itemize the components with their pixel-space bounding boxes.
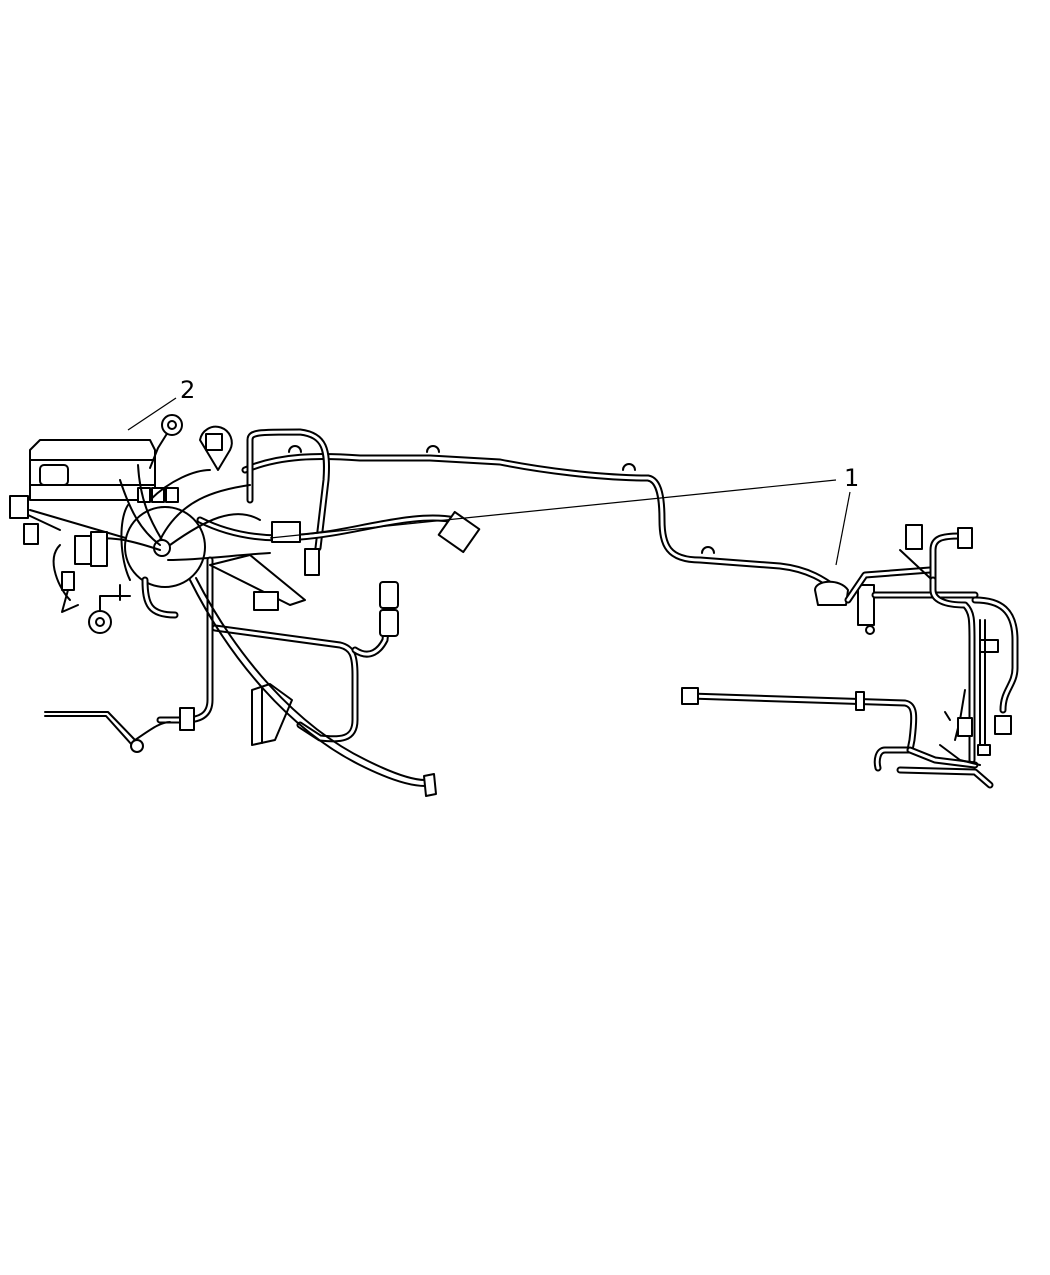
callout-1-label: 1	[844, 464, 859, 492]
part-2-ground-eyelet	[149, 414, 233, 471]
callout-leaders	[127, 397, 851, 566]
connector	[437, 510, 481, 554]
callout-2-label: 2	[180, 376, 195, 404]
junction-block	[9, 439, 179, 549]
center-lower-branches	[189, 554, 437, 797]
callout-1-leader-a	[269, 479, 837, 539]
callout-1-leader-b	[835, 491, 851, 566]
left-lower-branches	[44, 531, 214, 753]
upper-loop-branch	[246, 428, 330, 576]
connector	[9, 495, 29, 519]
connector	[23, 523, 39, 545]
connector	[304, 548, 320, 576]
main-harness-trunk	[241, 445, 849, 599]
callout-2-leader	[127, 397, 177, 431]
middle-branch	[196, 510, 481, 554]
right-side-harness	[681, 524, 1019, 789]
connector	[271, 521, 301, 543]
